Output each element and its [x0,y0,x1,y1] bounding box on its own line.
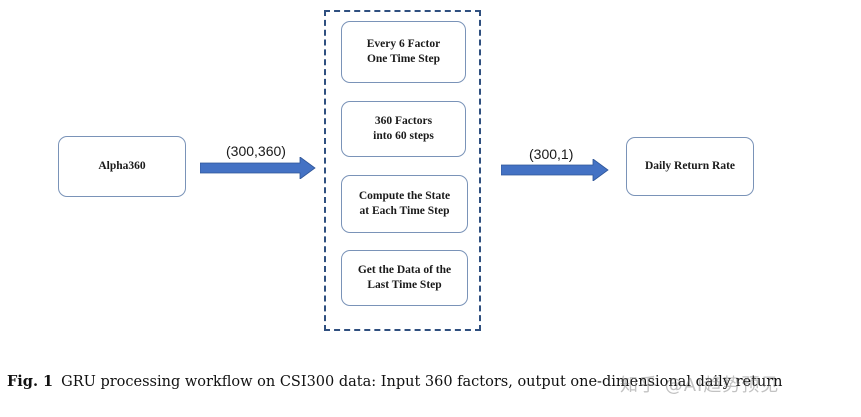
step-box-3: Compute the State at Each Time Step [341,175,468,233]
step-box-4: Get the Data of the Last Time Step [341,250,468,306]
figure-caption: Fig. 1 GRU processing workflow on CSI300 … [7,372,857,392]
output-shape-label: (300,1) [529,146,574,162]
input-arrow [200,157,316,179]
step-2-line-2: into 60 steps [373,130,434,142]
step-box-2: 360 Factors into 60 steps [341,101,466,157]
input-node-alpha360: Alpha360 [58,136,186,197]
step-4-line-1: Get the Data of the [357,264,452,276]
step-1-line-2: One Time Step [366,53,441,65]
output-node-daily-return: Daily Return Rate [626,137,754,196]
output-node-label: Daily Return Rate [644,160,736,172]
watermark-text: 知乎 @AI趋势预见 [620,375,780,396]
step-3-line-1: Compute the State [358,190,451,202]
gru-process-group [324,10,481,331]
step-1-line-1: Every 6 Factor [366,38,441,50]
figure-caption-text: GRU processing workflow on CSI300 data: … [61,374,783,390]
input-node-label: Alpha360 [98,160,146,172]
figure-label: Fig. 1 [7,373,54,390]
step-4-line-2: Last Time Step [367,279,442,291]
input-shape-label: (300,360) [226,143,286,159]
step-2-line-1: 360 Factors [374,115,433,127]
step-box-1: Every 6 Factor One Time Step [341,21,466,83]
output-arrow [501,159,609,181]
step-3-line-2: at Each Time Step [359,205,450,217]
